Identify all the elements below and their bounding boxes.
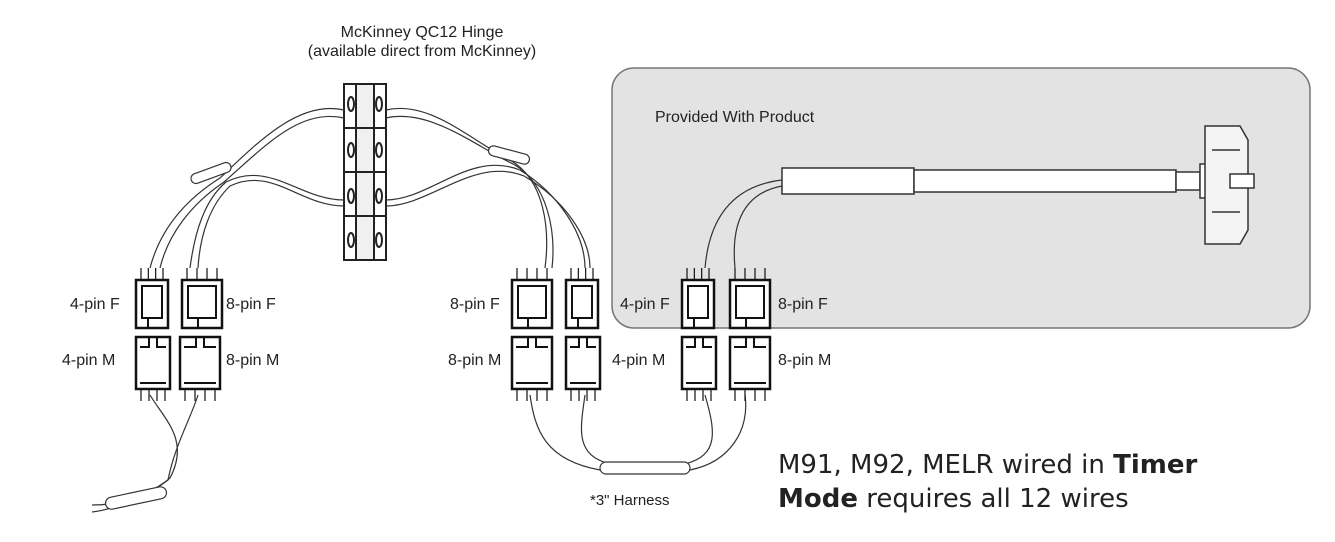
harness-label: *3" Harness: [590, 492, 670, 509]
connector-label-left-4pin-f: 4-pin F: [70, 296, 120, 313]
connector-right-8pin-m: [728, 335, 772, 401]
connector-right-4pin-f: [680, 268, 716, 330]
connector-label-left-8pin-m: 8-pin M: [226, 352, 280, 369]
connector-label-mid-8pin-m: 8-pin M: [448, 352, 502, 369]
hinge-title-line2: (available direct from McKinney): [307, 43, 537, 60]
note-part2: requires all 12 wires: [857, 484, 1129, 514]
connector-label-right-4pin-f: 4-pin F: [620, 296, 670, 313]
connector-mid-8pin-m: [510, 335, 554, 401]
connector-left-8pin-m: [178, 335, 222, 401]
provided-panel: [611, 67, 1311, 329]
hinge-title: McKinney QC12 Hinge (available direct fr…: [242, 23, 602, 61]
connector-right-8pin-f: [728, 268, 772, 330]
note-bold1: Timer: [1113, 450, 1198, 480]
connectors: [134, 268, 772, 401]
connector-label-right-8pin-f: 8-pin F: [778, 296, 828, 313]
connector-left-4pin-f: [134, 268, 170, 330]
sleeves: [104, 145, 691, 510]
note-part1: M91, M92, MELR wired in: [778, 450, 1114, 480]
hinge-title-line1: McKinney QC12 Hinge: [340, 24, 504, 41]
connector-left-8pin-f: [180, 268, 224, 330]
note-bold2: Mode: [778, 484, 858, 514]
connector-label-right-8pin-m: 8-pin M: [778, 352, 832, 369]
connector-left-4pin-m: [134, 335, 172, 401]
connector-label-left-8pin-f: 8-pin F: [226, 296, 276, 313]
connector-right-4pin-m: [680, 335, 718, 401]
connector-mid-8pin-f: [510, 268, 554, 330]
connector-label-left-4pin-m: 4-pin M: [62, 352, 116, 369]
connector-label-mid-4pin-m: 4-pin M: [612, 352, 666, 369]
connector-mid-4pin-f: [564, 268, 600, 330]
provided-with-product-label: Provided With Product: [655, 109, 815, 126]
hinge: [343, 83, 387, 261]
exit-device: [781, 125, 1255, 245]
connector-label-mid-8pin-f: 8-pin F: [450, 296, 500, 313]
connector-mid-4pin-m: [564, 335, 602, 401]
